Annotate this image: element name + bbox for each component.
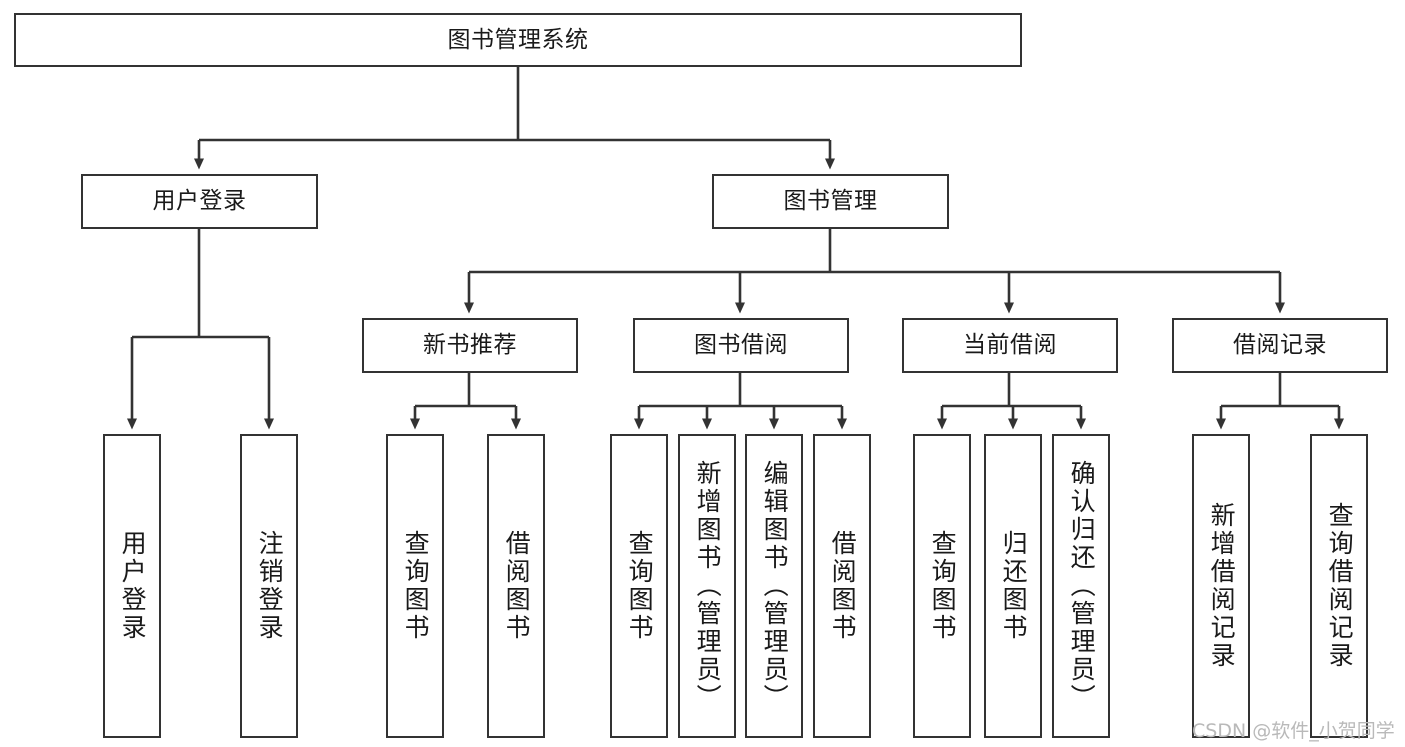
connector-group-user-login <box>127 229 274 430</box>
node-book-borrow[interactable]: 图书借阅 <box>633 318 849 373</box>
node-root[interactable]: 图书管理系统 <box>14 13 1022 67</box>
node-leaf-query-book-current-label: 查询图书 <box>928 530 958 642</box>
node-leaf-query-book-current[interactable]: 查询图书 <box>913 434 971 738</box>
node-leaf-confirm-return-admin[interactable]: 确认归还（管理员） <box>1052 434 1110 738</box>
node-borrow-record[interactable]: 借阅记录 <box>1172 318 1388 373</box>
node-leaf-user-login-label: 用户登录 <box>118 530 148 642</box>
node-leaf-borrow-book-recommend[interactable]: 借阅图书 <box>487 434 545 738</box>
node-leaf-user-logout-label: 注销登录 <box>255 530 285 642</box>
node-leaf-query-book-recommend-label: 查询图书 <box>401 530 431 642</box>
node-borrow-record-label: 借阅记录 <box>1233 332 1327 359</box>
node-leaf-return-book-label: 归还图书 <box>999 530 1029 642</box>
node-user-login[interactable]: 用户登录 <box>81 174 318 229</box>
node-user-login-label: 用户登录 <box>152 188 247 215</box>
node-leaf-add-borrow-record-label: 新增借阅记录 <box>1207 502 1237 670</box>
connector-group-current-borrow <box>937 373 1086 430</box>
node-leaf-user-logout[interactable]: 注销登录 <box>240 434 298 738</box>
node-leaf-edit-book-admin[interactable]: 编辑图书（管理员） <box>745 434 803 738</box>
node-leaf-add-book-admin-label: 新增图书（管理员） <box>693 460 723 712</box>
node-leaf-return-book[interactable]: 归还图书 <box>984 434 1042 738</box>
node-leaf-confirm-return-admin-label: 确认归还（管理员） <box>1067 460 1097 712</box>
node-leaf-add-borrow-record[interactable]: 新增借阅记录 <box>1192 434 1250 738</box>
node-root-label: 图书管理系统 <box>447 26 589 53</box>
connector-group-new-book-recommend <box>410 373 521 430</box>
node-leaf-user-login[interactable]: 用户登录 <box>103 434 161 738</box>
node-book-manage[interactable]: 图书管理 <box>712 174 949 229</box>
node-book-borrow-label: 图书借阅 <box>694 332 788 359</box>
node-current-borrow[interactable]: 当前借阅 <box>902 318 1118 373</box>
connector-group-borrow-record <box>1216 373 1344 430</box>
node-leaf-borrow-book-recommend-label: 借阅图书 <box>502 530 532 642</box>
node-book-manage-label: 图书管理 <box>783 188 878 215</box>
node-leaf-query-book-recommend[interactable]: 查询图书 <box>386 434 444 738</box>
node-leaf-query-borrow-record-label: 查询借阅记录 <box>1325 502 1355 670</box>
node-current-borrow-label: 当前借阅 <box>963 332 1057 359</box>
node-leaf-add-book-admin[interactable]: 新增图书（管理员） <box>678 434 736 738</box>
node-leaf-query-borrow-record[interactable]: 查询借阅记录 <box>1310 434 1368 738</box>
connector-group-root <box>194 67 835 170</box>
node-new-book-recommend[interactable]: 新书推荐 <box>362 318 578 373</box>
node-leaf-query-book-borrow[interactable]: 查询图书 <box>610 434 668 738</box>
node-leaf-borrow-book[interactable]: 借阅图书 <box>813 434 871 738</box>
connector-group-book-borrow <box>634 373 847 430</box>
connector-group-book-manage <box>464 229 1285 314</box>
node-leaf-query-book-borrow-label: 查询图书 <box>625 530 655 642</box>
node-leaf-borrow-book-label: 借阅图书 <box>828 530 858 642</box>
node-new-book-recommend-label: 新书推荐 <box>423 332 517 359</box>
csdn-watermark: CSDN @软件_小贺同学 <box>1192 720 1395 742</box>
node-leaf-edit-book-admin-label: 编辑图书（管理员） <box>760 460 790 712</box>
